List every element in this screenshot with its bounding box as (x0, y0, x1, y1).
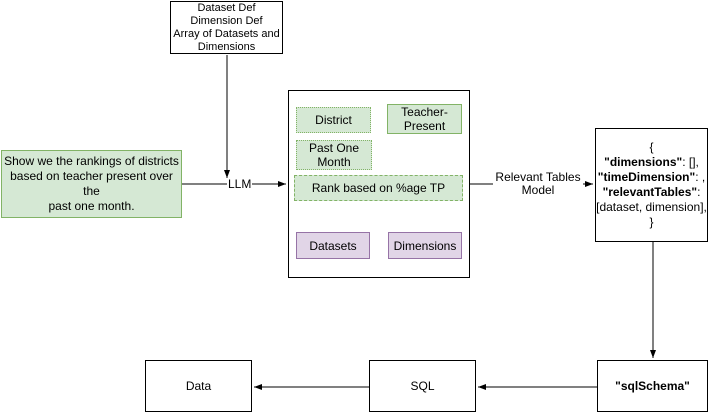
past-one-month-chip: Past One Month (296, 140, 372, 170)
datasets-chip: Datasets (296, 232, 370, 259)
teacher-present-label: Teacher-Present (401, 105, 448, 133)
llm-edge-label: LLM (227, 177, 253, 191)
definitions-line: Array of Datasets and (173, 27, 280, 40)
data-label: Data (185, 379, 212, 393)
json-relevanttables-key: "relevantTables" (602, 185, 698, 199)
relevant-tables-label-line: Model (521, 183, 555, 197)
rank-chip: Rank based on %age TP (294, 175, 463, 201)
past-one-month-label: Past One Month (308, 141, 360, 169)
relevant-tables-label-line: Relevant Tables (495, 170, 581, 184)
json-line-open: { (649, 140, 653, 155)
dimensions-chip: Dimensions (388, 232, 462, 259)
json-dimensions-value: : [], (682, 155, 699, 169)
dimensions-label: Dimensions (393, 238, 457, 253)
definitions-box: Dataset Def Dimension Def Array of Datas… (170, 1, 283, 54)
json-close-brace: } (649, 215, 654, 229)
definitions-line: Dataset Def (197, 1, 256, 14)
json-output-box: { "dimensions": [], "timeDimension": , "… (595, 128, 708, 242)
query-line: based on teacher present over the (10, 169, 173, 198)
json-timedimension-value: : , (695, 170, 706, 184)
query-line: past one month. (48, 199, 135, 213)
json-line-dimensions: "dimensions": [], (604, 155, 699, 170)
json-timedimension-key: "timeDimension" (597, 170, 696, 184)
definitions-line: Dimensions (197, 40, 256, 53)
teacher-present-chip: Teacher-Present (387, 104, 462, 134)
sql-label: SQL (410, 379, 435, 393)
district-chip: District (296, 107, 371, 133)
json-dimensions-key: "dimensions" (604, 155, 683, 169)
json-line-timedimension: "timeDimension": , (598, 170, 705, 185)
json-open-brace: { (649, 140, 654, 154)
sqlschema-box: "sqlSchema" (597, 360, 708, 412)
relevant-tables-model-edge-label: Relevant Tables Model (493, 171, 583, 197)
json-line-close: } (649, 215, 653, 230)
json-line-relevanttables: "relevantTables": (603, 185, 701, 200)
json-array-value: [dataset, dimension], (596, 200, 707, 214)
json-line-array: [dataset, dimension], (596, 200, 707, 215)
definitions-line: Dimension Def (190, 14, 263, 27)
district-label: District (315, 113, 352, 127)
sql-box: SQL (369, 360, 476, 412)
query-line: Show we the rankings of districts (4, 154, 179, 168)
datasets-label: Datasets (309, 238, 357, 253)
json-relevanttables-colon: : (697, 185, 701, 199)
sqlschema-label: "sqlSchema" (615, 379, 690, 393)
user-query-box: Show we the rankings of districts based … (1, 150, 182, 218)
rank-label: Rank based on %age TP (311, 181, 446, 195)
data-box: Data (145, 360, 252, 412)
